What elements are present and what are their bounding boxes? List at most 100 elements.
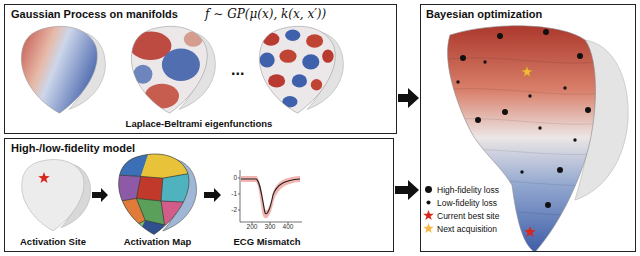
legend-swatch — [423, 184, 434, 195]
illustration-part — [21, 26, 97, 113]
caption-label: Laplace-Beltrami eigenfunctions — [5, 119, 393, 130]
illustration-part — [238, 178, 288, 224]
box-title: Gaussian Process on manifolds — [11, 8, 178, 21]
site-heart — [22, 160, 91, 231]
flow-arrow — [204, 188, 221, 202]
legend-marker — [423, 210, 434, 220]
best-site-star — [524, 226, 536, 237]
illustration-part — [122, 22, 217, 117]
illustration-part — [311, 79, 322, 90]
axis-tick-label: 200 — [243, 224, 261, 231]
illustration-part — [110, 172, 198, 238]
eigen-heart — [122, 22, 217, 117]
illustration-part — [545, 202, 551, 208]
flow-arrow — [398, 88, 419, 108]
flow-arrow — [395, 180, 419, 200]
illustration-part — [292, 74, 307, 87]
illustration-part — [260, 52, 275, 67]
illustration-part — [259, 26, 335, 113]
legend-swatch — [423, 223, 434, 234]
illustration-part — [497, 33, 503, 39]
illustration-part — [145, 84, 179, 109]
eigen-heart — [12, 22, 107, 117]
illustration-part — [250, 22, 345, 117]
high-fidelity-dots — [460, 29, 591, 208]
illustration-part — [577, 53, 583, 59]
axis-tick-label: -1 — [225, 191, 237, 198]
illustration-part — [456, 80, 459, 83]
illustration-part — [460, 55, 466, 61]
illustration-part — [122, 22, 217, 117]
illustration-part — [282, 96, 297, 107]
legend: High-fidelity lossLow-fidelity lossCurre… — [423, 183, 499, 235]
illustration-part — [543, 29, 549, 35]
axis-tick-label: 300 — [261, 224, 279, 231]
axis-tick-label: 400 — [279, 224, 297, 231]
legend-swatch — [423, 210, 434, 221]
legend-text: Current best site — [437, 211, 499, 221]
legend-marker — [423, 223, 434, 233]
illustration-part — [131, 26, 207, 113]
illustration-part — [573, 138, 576, 141]
illustration-part — [322, 50, 333, 63]
illustration-part — [12, 22, 107, 117]
axis-tick-label: 0 — [225, 175, 237, 182]
illustration-part — [161, 201, 198, 238]
illustration-part — [285, 30, 300, 41]
illustration-part — [119, 154, 189, 234]
legend-text: Low-fidelity loss — [437, 198, 497, 208]
box-title: High-/low-fidelity model — [11, 142, 135, 155]
illustration-part — [110, 150, 198, 238]
legend-marker — [426, 200, 430, 204]
illustration-part — [250, 22, 345, 117]
illustration-part — [12, 22, 107, 117]
illustration-part — [585, 107, 591, 113]
caption-label: ECG Mismatch — [217, 237, 317, 248]
process-box: Gaussian Process on manifoldsf ∼ GP(μ(x)… — [4, 4, 397, 134]
illustration-part — [184, 32, 203, 47]
legend-swatch — [423, 197, 434, 208]
illustration-part — [241, 176, 300, 218]
illustration-part — [520, 170, 523, 173]
illustration-part — [268, 74, 285, 87]
illustration-part — [136, 198, 164, 224]
caption-label: Activation Site — [7, 237, 99, 248]
illustration-part — [130, 32, 172, 61]
illustration-part — [162, 49, 200, 81]
ellipsis: ... — [231, 61, 244, 79]
illustration-part — [240, 170, 302, 222]
legend-marker — [425, 186, 432, 193]
eigen-heart — [250, 22, 345, 117]
illustration-part — [557, 167, 563, 173]
activation-star — [38, 172, 50, 183]
illustration-part — [502, 109, 508, 115]
illustration-part — [528, 94, 531, 97]
legend-text: High-fidelity loss — [437, 185, 499, 195]
flow-arrow — [92, 188, 108, 202]
illustration-part — [22, 160, 84, 231]
legend-row: High-fidelity loss — [423, 183, 499, 196]
illustration-part — [279, 50, 296, 63]
process-box: High-/low-fidelity modelActivation SiteA… — [4, 138, 394, 252]
ecg-plot — [238, 170, 302, 224]
legend-row: Next acquisition — [423, 222, 499, 235]
illustration-part — [241, 179, 300, 214]
illustration-part — [483, 60, 486, 63]
axis-tick-label: -2 — [225, 207, 237, 214]
box-title: Bayesian optimization — [426, 8, 542, 21]
illustration-part — [161, 172, 198, 203]
illustration-part — [538, 126, 541, 129]
illustration-part — [302, 54, 319, 69]
illustration-part — [110, 150, 198, 238]
illustration-part — [563, 86, 566, 89]
activation-map — [110, 150, 198, 238]
legend-row: Current best site — [423, 209, 499, 222]
legend-text: Next acquisition — [437, 224, 497, 234]
illustration-part — [475, 117, 481, 123]
low-fidelity-dots — [456, 60, 576, 173]
illustration-part — [306, 34, 323, 47]
legend-row: Low-fidelity loss — [423, 196, 499, 209]
